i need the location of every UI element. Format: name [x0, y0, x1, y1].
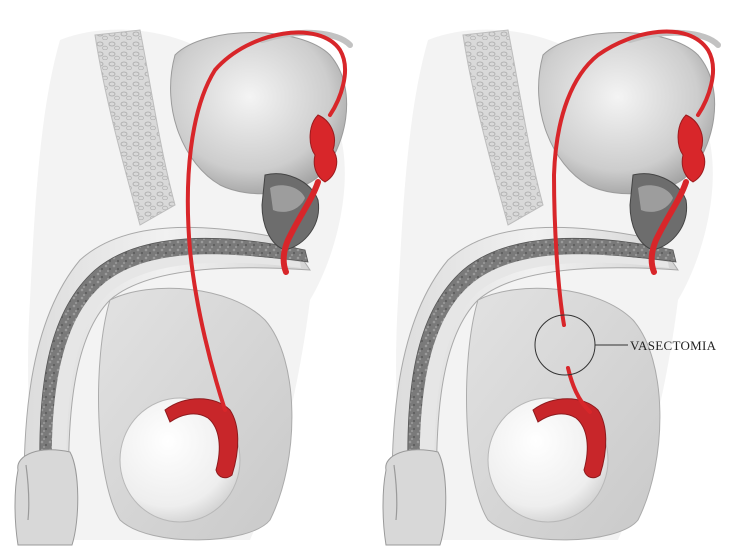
panel-normal: [15, 30, 350, 545]
panel-vasectomy: [383, 30, 718, 545]
vasectomy-label: VASECTOMIA: [630, 338, 717, 353]
